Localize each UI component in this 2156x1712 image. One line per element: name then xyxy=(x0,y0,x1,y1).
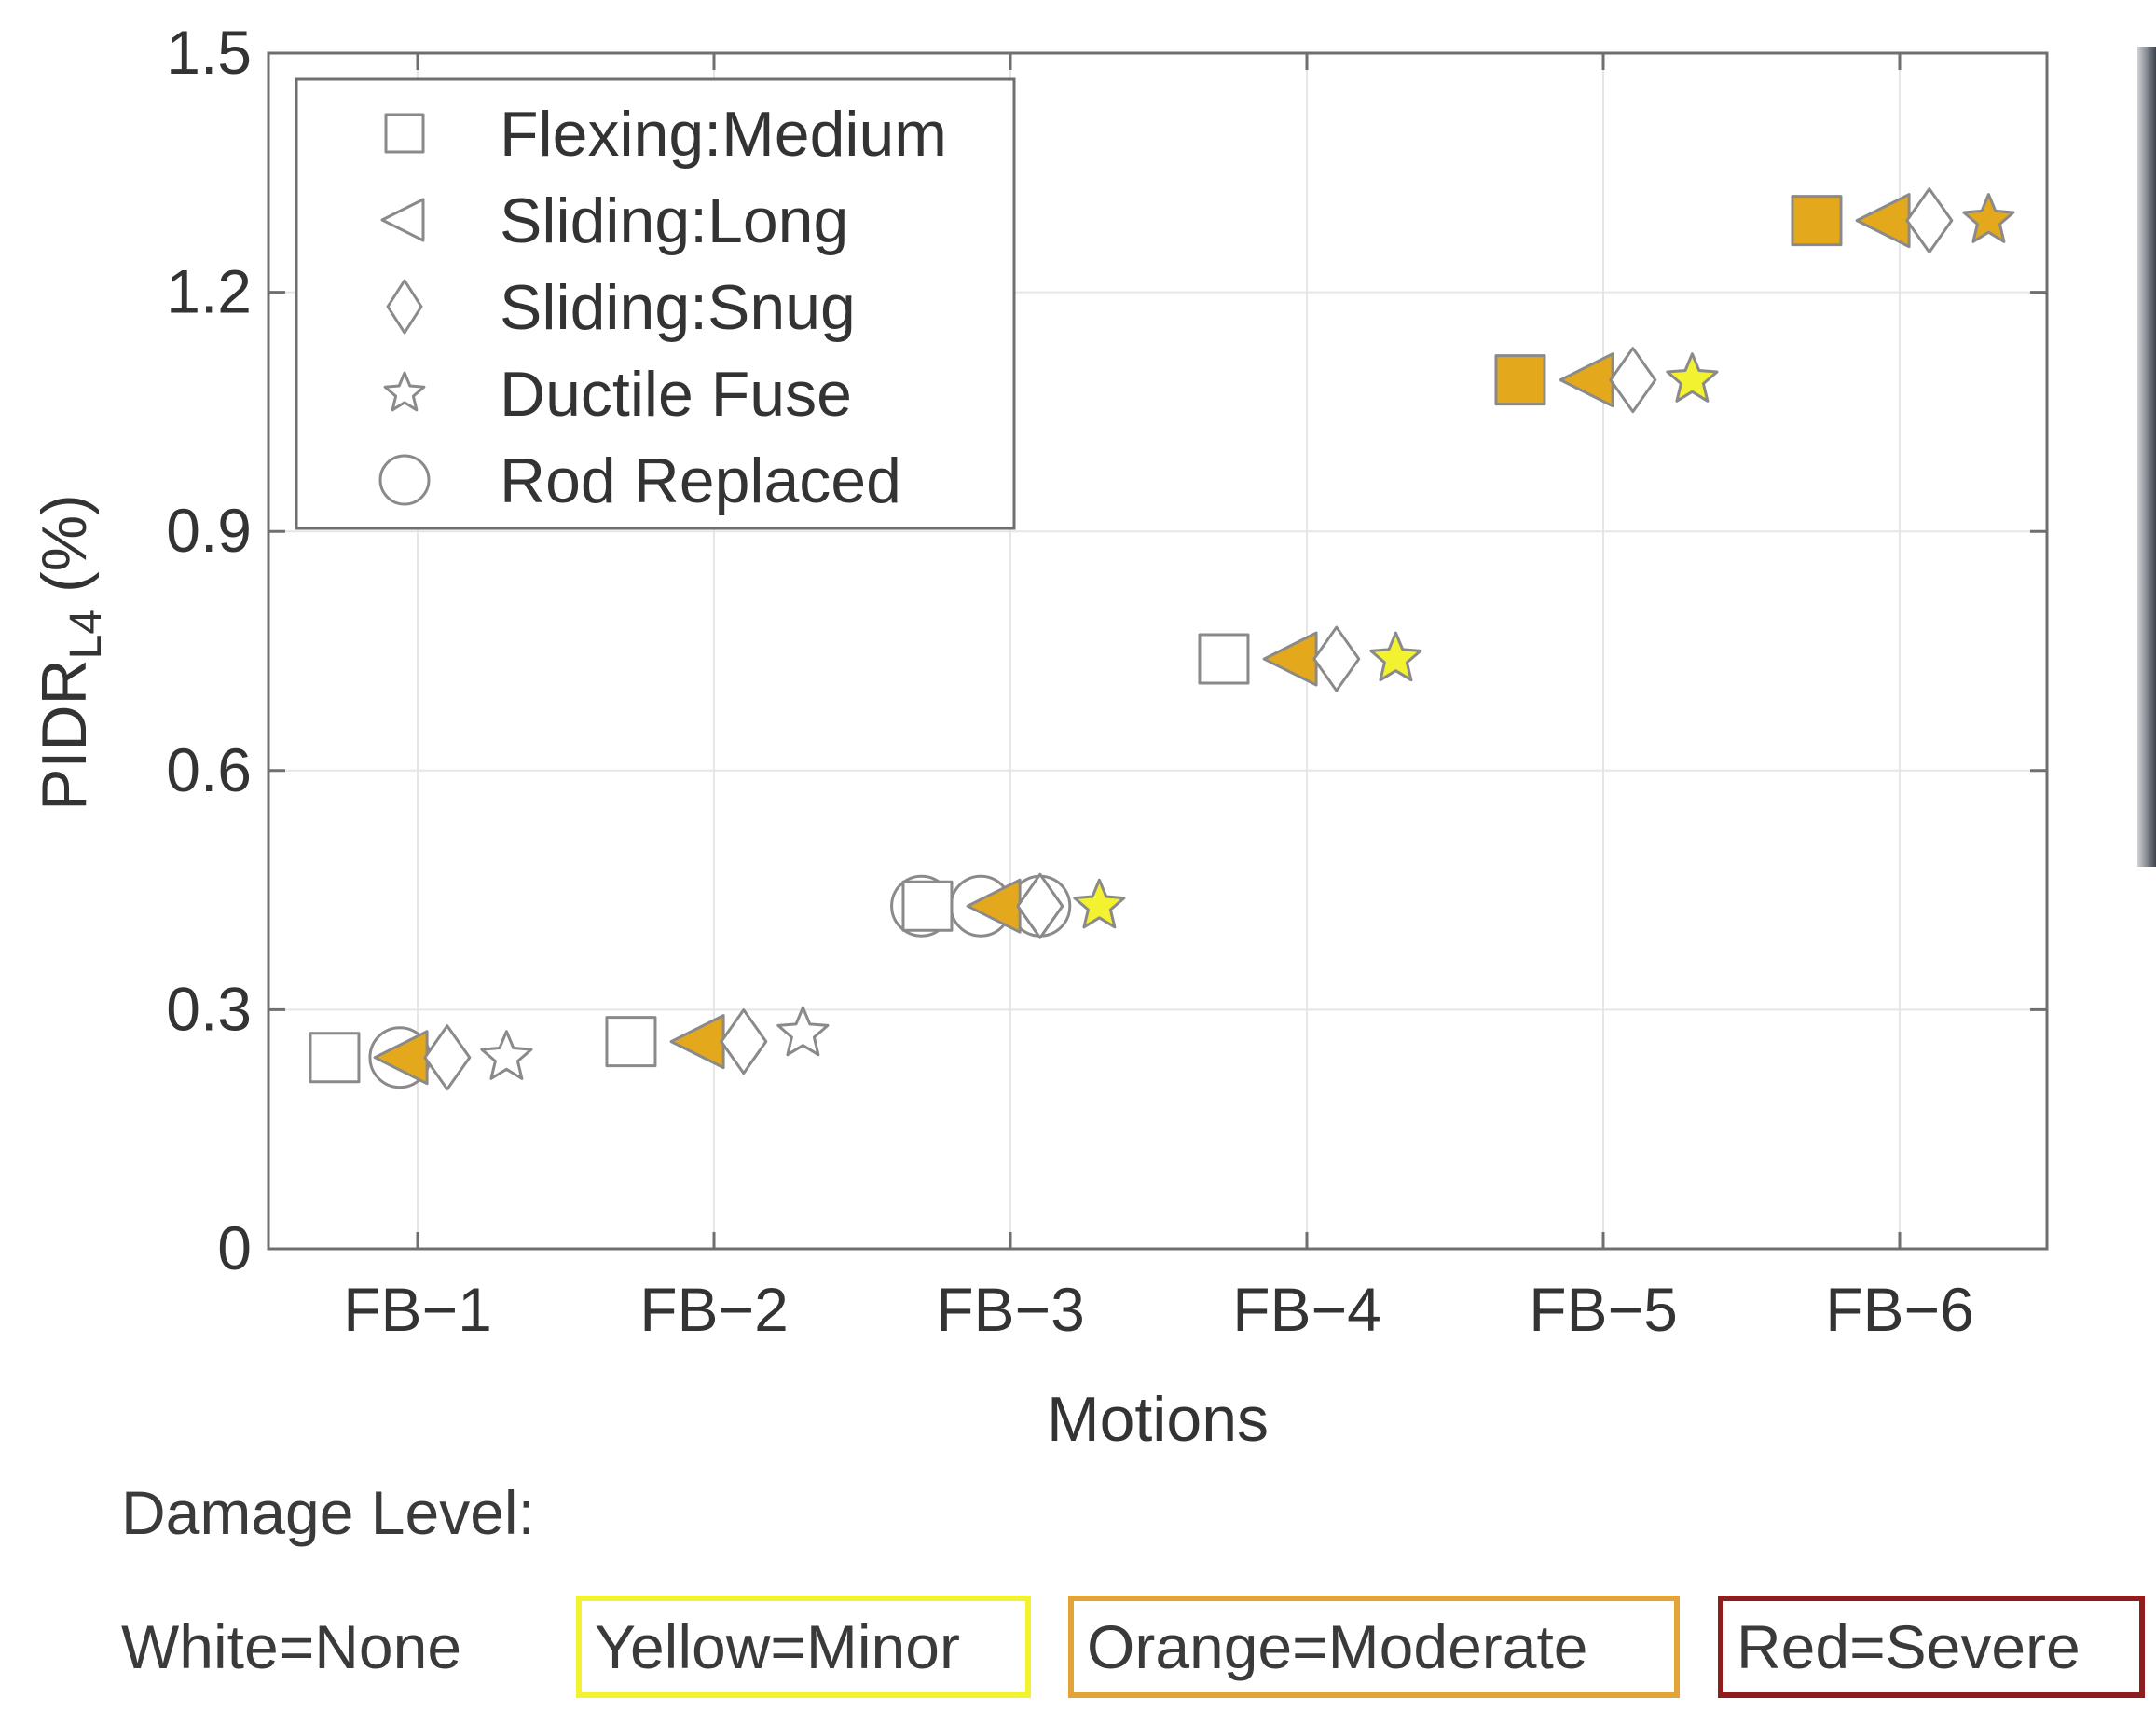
chart: Flexing:MediumSliding:LongSliding:SnugDu… xyxy=(29,18,2049,1455)
damage-level-title: Damage Level: xyxy=(121,1478,535,1547)
damage-level-orange: Orange=Moderate xyxy=(1068,1596,1680,1698)
y-tick-label: 1.5 xyxy=(166,18,252,87)
x-tick-label: FB−4 xyxy=(1232,1275,1381,1344)
y-axis-label: PIDRL4 (%) xyxy=(29,494,111,811)
plot-frame xyxy=(267,51,2049,1251)
damage-level-red: Red=Severe xyxy=(1718,1596,2145,1698)
x-tick-label: FB−5 xyxy=(1529,1275,1678,1344)
ductile-fusemarker xyxy=(776,1006,830,1057)
sliding-snugmarker xyxy=(1312,625,1361,692)
legend-marker-diamond xyxy=(386,279,423,335)
y-axis-label-unit: (%) xyxy=(29,494,100,593)
legend-marker-circle xyxy=(378,454,431,506)
legend-label: Rod Replaced xyxy=(500,445,901,516)
x-tick-label: FB−2 xyxy=(639,1275,789,1344)
sliding-snugmarker xyxy=(1905,187,1954,254)
legend: Flexing:MediumSliding:LongSliding:SnugDu… xyxy=(295,77,1016,530)
sliding-snugmarker xyxy=(1016,872,1064,939)
data-markers xyxy=(309,187,2015,1091)
flexing-mediummarker xyxy=(605,1016,657,1068)
svg-text:PIDRL4(%): PIDRL4 (%) xyxy=(29,494,111,811)
ductile-fusemarker xyxy=(480,1030,533,1080)
y-tick-label: 0.3 xyxy=(166,974,252,1043)
x-tick-label: FB−6 xyxy=(1825,1275,1974,1344)
cropped-image-edge xyxy=(2137,47,2156,867)
y-tick-label: 0.9 xyxy=(166,496,252,565)
damage-level-yellow: Yellow=Minor xyxy=(576,1596,1031,1698)
axis-ticks xyxy=(268,51,2047,1251)
flexing-mediummarker xyxy=(1198,633,1250,685)
damage-level-white: White=None xyxy=(121,1612,462,1681)
sliding-snugmarker xyxy=(1609,347,1657,414)
y-tick-label: 1.2 xyxy=(166,257,252,326)
flexing-mediummarker xyxy=(309,1032,361,1084)
x-tick-label: FB−1 xyxy=(343,1275,492,1344)
x-tick-label: FB−3 xyxy=(936,1275,1085,1344)
y-axis-label-subscript: L4 xyxy=(62,609,111,659)
x-axis-label: Motions xyxy=(1047,1384,1269,1455)
legend-label: Sliding:Snug xyxy=(500,272,856,343)
legend-label: Ductile Fuse xyxy=(500,359,852,430)
legend-marker-star xyxy=(383,371,426,412)
legend-marker-triangle-left xyxy=(380,198,425,242)
sliding-snugmarker xyxy=(720,1008,768,1075)
legend-label: Sliding:Long xyxy=(500,185,848,256)
sliding-snugmarker xyxy=(423,1024,472,1091)
flexing-mediummarker xyxy=(1494,354,1546,406)
ductile-fusemarker xyxy=(1369,631,1422,682)
ductile-fusemarker xyxy=(1666,352,1719,403)
y-tick-label: 0.6 xyxy=(166,735,252,804)
ductile-fusemarker xyxy=(1962,193,2015,243)
legend-label: Flexing:Medium xyxy=(500,99,947,170)
flexing-mediummarker xyxy=(901,880,954,932)
ductile-fusemarker xyxy=(1073,878,1126,929)
y-tick-label: 0 xyxy=(217,1213,252,1282)
flexing-mediummarker xyxy=(1791,195,1843,247)
y-axis-label-main: PIDR xyxy=(29,659,100,810)
legend-marker-square xyxy=(384,113,425,154)
